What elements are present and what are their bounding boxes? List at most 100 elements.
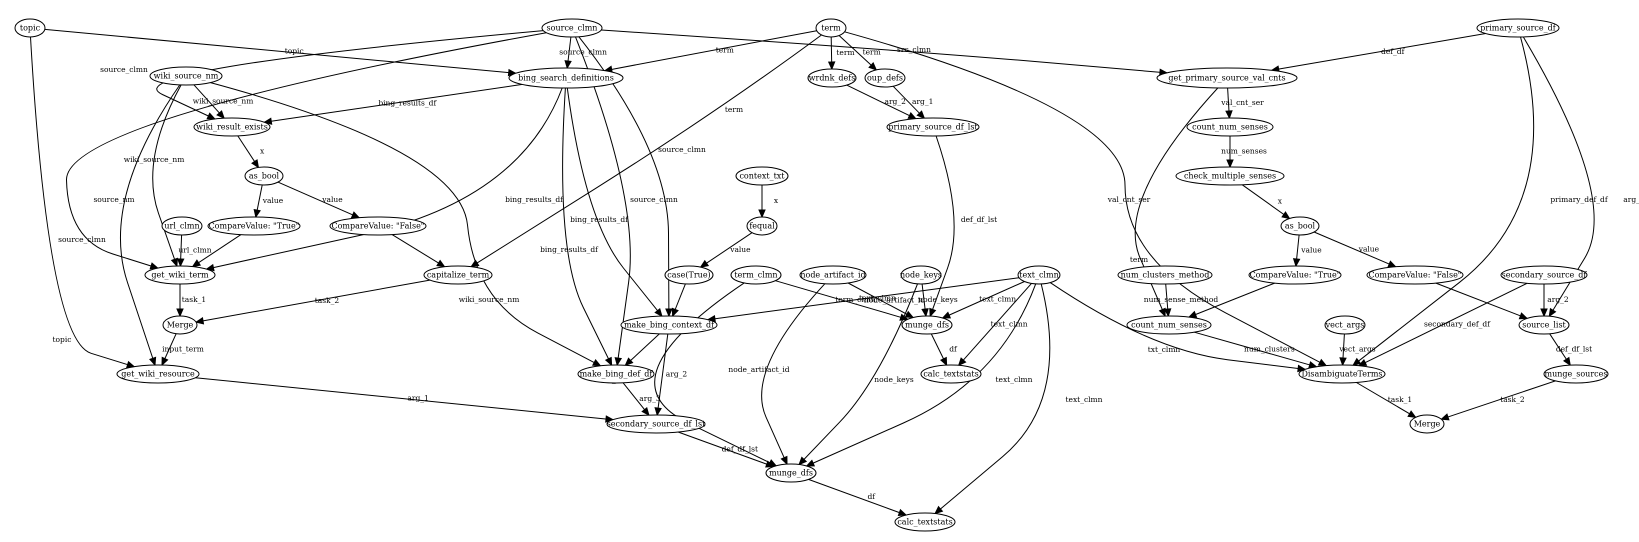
edge-line bbox=[808, 478, 907, 516]
node-as-bool-2[interactable]: as_bool bbox=[1280, 216, 1320, 236]
node-check-multiple-senses[interactable]: check_multiple_senses bbox=[1175, 166, 1285, 186]
edge-arrowhead bbox=[641, 406, 650, 417]
node-make-bing-context-df[interactable]: make_bing_context_df bbox=[620, 315, 718, 335]
node-bing-search-definitions[interactable]: bing_search_definitions bbox=[508, 67, 624, 89]
edge-line bbox=[195, 377, 614, 421]
node-secondary-source-df[interactable]: secondary_source_df bbox=[1500, 265, 1588, 285]
node-fequal[interactable]: fequal bbox=[746, 216, 778, 236]
edge-source_clmn-to-bing_search_definitions: source_clmn bbox=[559, 36, 607, 70]
node-compare-true-2[interactable]: CompareValue: "True" bbox=[1248, 265, 1342, 285]
node-make-bing-def-df[interactable]: make_bing_def_df bbox=[577, 364, 655, 384]
edge-disambiguate_terms-to-merge_2: task_1 bbox=[1356, 382, 1417, 418]
node-wiki-result-exists[interactable]: wiki_result_exists bbox=[193, 117, 271, 137]
node-num-clusters-method[interactable]: num_clusters_method bbox=[1117, 265, 1213, 285]
edge-line bbox=[958, 283, 1032, 366]
node-get-wiki-term[interactable]: get_wiki_term bbox=[144, 265, 216, 285]
edge-context_txt-to-fequal: x bbox=[758, 185, 779, 219]
node-label: munge_dfs bbox=[769, 469, 813, 478]
node-munge-dfs-2[interactable]: munge_dfs bbox=[765, 463, 817, 483]
node-label: CompareValue: "True" bbox=[209, 222, 300, 231]
edge-label: source_clmn bbox=[100, 65, 148, 74]
edge-label: task_1 bbox=[1388, 395, 1412, 404]
node-primary-source-df-lst[interactable]: primary_source_df_lst bbox=[886, 117, 980, 137]
node-label: fequal bbox=[749, 222, 775, 231]
edge-label: x bbox=[260, 147, 265, 156]
edge-label: node_keys bbox=[874, 375, 914, 384]
node-oup-defs[interactable]: oup_defs bbox=[864, 68, 906, 88]
node-label: as_bool bbox=[249, 172, 280, 181]
edge-label: bing_results_df bbox=[378, 98, 437, 107]
edge-label: df bbox=[868, 492, 877, 501]
node-shape bbox=[900, 265, 942, 285]
edge-label: src_clmn bbox=[897, 45, 931, 54]
edge-line bbox=[601, 29, 1168, 74]
edge-label: term bbox=[725, 105, 743, 114]
edge-label: def_df_lst bbox=[722, 444, 758, 453]
node-context-txt[interactable]: context_txt bbox=[735, 166, 789, 186]
node-wiki-source-nm[interactable]: wiki_source_nm bbox=[149, 66, 223, 86]
node-compare-false-2[interactable]: CompareValue: "False" bbox=[1366, 265, 1464, 285]
edge-source_clmn-to-get_primary_source_val_cnts: src_clmn bbox=[601, 29, 1169, 77]
edge-arrowhead bbox=[205, 263, 215, 272]
edge-arrowhead bbox=[805, 459, 816, 467]
node-munge-dfs-1[interactable]: munge_dfs bbox=[901, 315, 953, 335]
node-source-clmn[interactable]: source_clmn bbox=[541, 18, 603, 38]
node-node-artifact-id[interactable]: node_artifact_id bbox=[799, 265, 867, 285]
node-compare-false-1[interactable]: CompareValue: "False" bbox=[329, 216, 427, 236]
edge-arrowhead bbox=[1518, 312, 1529, 320]
edge-secondary_source_df_lst-to-munge_dfs_2: def_df_lst bbox=[677, 431, 775, 468]
edge-label: def_df bbox=[1381, 47, 1406, 56]
node-merge-1[interactable]: Merge bbox=[162, 315, 198, 335]
node-secondary-source-df-lst[interactable]: secondary_source_df_lst bbox=[606, 414, 706, 434]
edge-label: x bbox=[774, 196, 779, 205]
edge-munge_sources-to-merge_2: task_2 bbox=[1440, 380, 1556, 421]
node-url-clmn[interactable]: url_clmn bbox=[161, 216, 203, 236]
edge-topic-to-bing_search_definitions: topic bbox=[44, 28, 517, 77]
node-vect-args[interactable]: vect_args bbox=[1324, 315, 1366, 335]
edge-line bbox=[152, 84, 182, 267]
edge-arrowhead bbox=[758, 209, 766, 219]
node-capitalize-term[interactable]: capitalize_term bbox=[423, 265, 493, 285]
node-merge-2[interactable]: Merge bbox=[1409, 414, 1445, 434]
node-node-keys[interactable]: node_keys bbox=[900, 265, 942, 285]
node-shape bbox=[149, 66, 223, 86]
edge-as_bool_1-to-compare_true_1: value bbox=[253, 184, 284, 219]
node-source-list[interactable]: source_list bbox=[1518, 315, 1570, 335]
node-wrdnk-defs[interactable]: wrdnk_defs bbox=[807, 68, 857, 88]
node-primary-source-df[interactable]: primary_source_df bbox=[1476, 18, 1560, 38]
node-shape bbox=[1324, 315, 1366, 335]
node-munge-sources[interactable]: munge_sources bbox=[1543, 364, 1609, 384]
node-label: wiki_source_nm bbox=[154, 72, 219, 81]
node-get-primary-source-val-cnts[interactable]: get_primary_source_val_cnts bbox=[1156, 67, 1298, 89]
node-text-clmn[interactable]: text_clmn bbox=[1017, 265, 1061, 285]
node-shape bbox=[1186, 117, 1274, 137]
node-topic[interactable]: topic bbox=[14, 18, 46, 38]
node-as-bool-1[interactable]: as_bool bbox=[244, 166, 284, 186]
edge-arrowhead bbox=[934, 505, 944, 515]
node-label: source_list bbox=[1522, 321, 1566, 330]
edge-source_clmn-to-wiki_result_exists: source_clmn bbox=[100, 30, 544, 120]
edge-wiki_source_nm-to-get_wiki_term: wiki_source_nm bbox=[124, 84, 184, 268]
edge-line bbox=[196, 279, 430, 323]
node-term-clmn[interactable]: term_clmn bbox=[730, 265, 782, 285]
node-compare-true-1[interactable]: CompareValue: "True" bbox=[207, 216, 301, 236]
edge-line bbox=[192, 234, 242, 268]
edge-arrowhead bbox=[1352, 357, 1362, 367]
node-label: check_multiple_senses bbox=[1184, 172, 1276, 181]
node-count-num-senses-2[interactable]: count_num_senses bbox=[1126, 315, 1212, 335]
node-case-true[interactable]: case(True) bbox=[664, 265, 714, 285]
node-label: topic bbox=[20, 24, 41, 33]
node-label: make_bing_def_df bbox=[580, 370, 654, 379]
edge-wiki_source_nm-to-make_bing_def_df: wiki_source_nm bbox=[210, 82, 602, 367]
node-count-num-senses[interactable]: count_num_senses bbox=[1186, 117, 1274, 137]
node-disambiguate-terms[interactable]: DisambiguateTerms bbox=[1298, 364, 1386, 384]
node-get-wiki-resource[interactable]: get_wiki_resource bbox=[116, 364, 200, 384]
edge-num_clusters_method-to-count_num_senses_2: num_sense_method bbox=[1144, 283, 1218, 318]
edge-arrowhead bbox=[149, 356, 157, 367]
edge-line bbox=[562, 87, 613, 366]
edge-wiki_source_nm-to-get_wiki_resource: source_nm bbox=[93, 84, 181, 367]
node-calc-textstats-1[interactable]: calc_textstats bbox=[920, 364, 982, 384]
edge-label: num_clusters bbox=[1244, 345, 1295, 354]
node-calc-textstats-2[interactable]: calc_textstats bbox=[894, 512, 956, 532]
node-term[interactable]: term bbox=[815, 18, 847, 38]
